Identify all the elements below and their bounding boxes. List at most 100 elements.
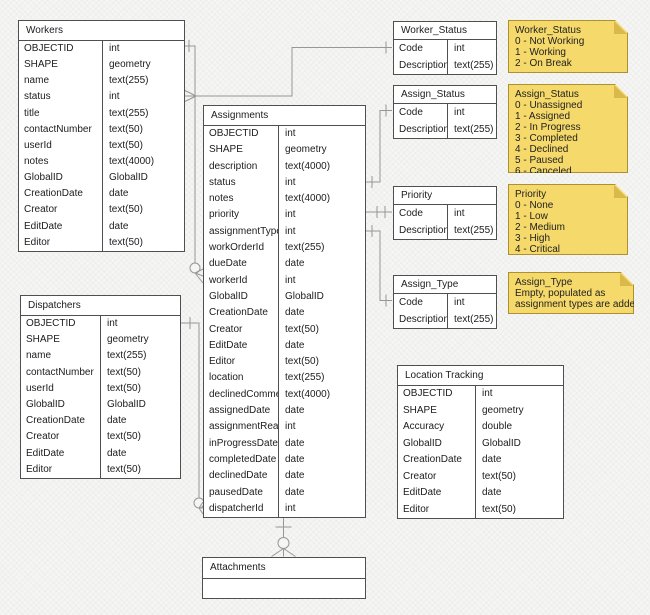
table-attachments[interactable]: Attachments xyxy=(202,557,366,599)
field-name: Accuracy xyxy=(398,419,476,436)
table-title: Assign_Type xyxy=(394,276,496,294)
field-type: text(50) xyxy=(109,204,143,216)
connector-dispatchers-assignments-dispatcherid xyxy=(181,317,205,515)
field-name: EditDate xyxy=(21,445,101,462)
note-line: 1 - Working xyxy=(515,47,566,58)
note-line: 2 - On Break xyxy=(515,58,572,69)
field-name: OBJECTID xyxy=(398,386,476,403)
field-type: text(255) xyxy=(454,60,494,71)
field-type: date xyxy=(285,258,305,270)
note-line: 3 - High xyxy=(515,233,551,244)
note-line: 4 - Declined xyxy=(515,144,569,155)
note-line: 1 - Low xyxy=(515,211,548,222)
field-name: title xyxy=(19,105,103,122)
note-fold-corner-icon xyxy=(614,21,627,34)
field-type: int xyxy=(109,91,120,103)
connector-workers-status-worker_status xyxy=(183,41,392,103)
field-type: text(50) xyxy=(107,431,141,443)
field-type: int xyxy=(109,43,120,54)
table-title: Priority xyxy=(394,187,496,205)
field-name: Code xyxy=(394,205,448,222)
note-line: 0 - Unassigned xyxy=(515,100,583,111)
field-type: text(255) xyxy=(109,107,149,119)
field-type: date xyxy=(285,405,305,417)
field-name: EditDate xyxy=(398,485,476,502)
note-line: 4 - Critical xyxy=(515,244,561,255)
note-line: assignment types are added xyxy=(515,299,641,310)
table-title: Dispatchers xyxy=(21,296,180,316)
field-type: date xyxy=(285,339,305,351)
field-type: text(50) xyxy=(109,123,143,135)
field-name: Description xyxy=(394,222,448,239)
field-name: declinedComment xyxy=(204,386,279,404)
field-name: OBJECTID xyxy=(204,126,279,143)
field-name: assignmentType xyxy=(204,223,279,241)
table-title: Worker_Status xyxy=(394,22,496,40)
connector-workers-assignments-workerid xyxy=(184,40,204,284)
field-type: date xyxy=(482,487,502,498)
field-name: SHAPE xyxy=(21,332,101,349)
field-name: priority xyxy=(204,207,279,224)
field-name: declinedDate xyxy=(204,468,279,485)
field-type: text(4000) xyxy=(285,193,331,205)
field-name: completedDate xyxy=(204,451,279,469)
field-type: text(50) xyxy=(285,356,319,368)
field-name: CreationDate xyxy=(398,452,476,469)
field-name: Editor xyxy=(398,501,476,518)
empty-row xyxy=(203,579,365,598)
field-name: status xyxy=(204,174,279,192)
field-type: text(50) xyxy=(109,139,143,151)
field-type: text(50) xyxy=(107,463,141,475)
field-type: text(4000) xyxy=(285,160,331,172)
field-name: GlobalID xyxy=(19,170,103,187)
field-type: GlobalID xyxy=(285,290,324,302)
field-type: text(255) xyxy=(109,75,149,87)
field-type: text(255) xyxy=(454,124,494,135)
field-type: GlobalID xyxy=(109,172,148,184)
field-type: int xyxy=(285,502,296,514)
field-type: text(255) xyxy=(454,314,494,325)
field-name: SHAPE xyxy=(204,142,279,159)
note-line: 5 - Paused xyxy=(515,155,564,166)
field-name: GlobalID xyxy=(398,435,476,452)
field-type: date xyxy=(285,437,305,449)
field-type: int xyxy=(285,176,296,188)
